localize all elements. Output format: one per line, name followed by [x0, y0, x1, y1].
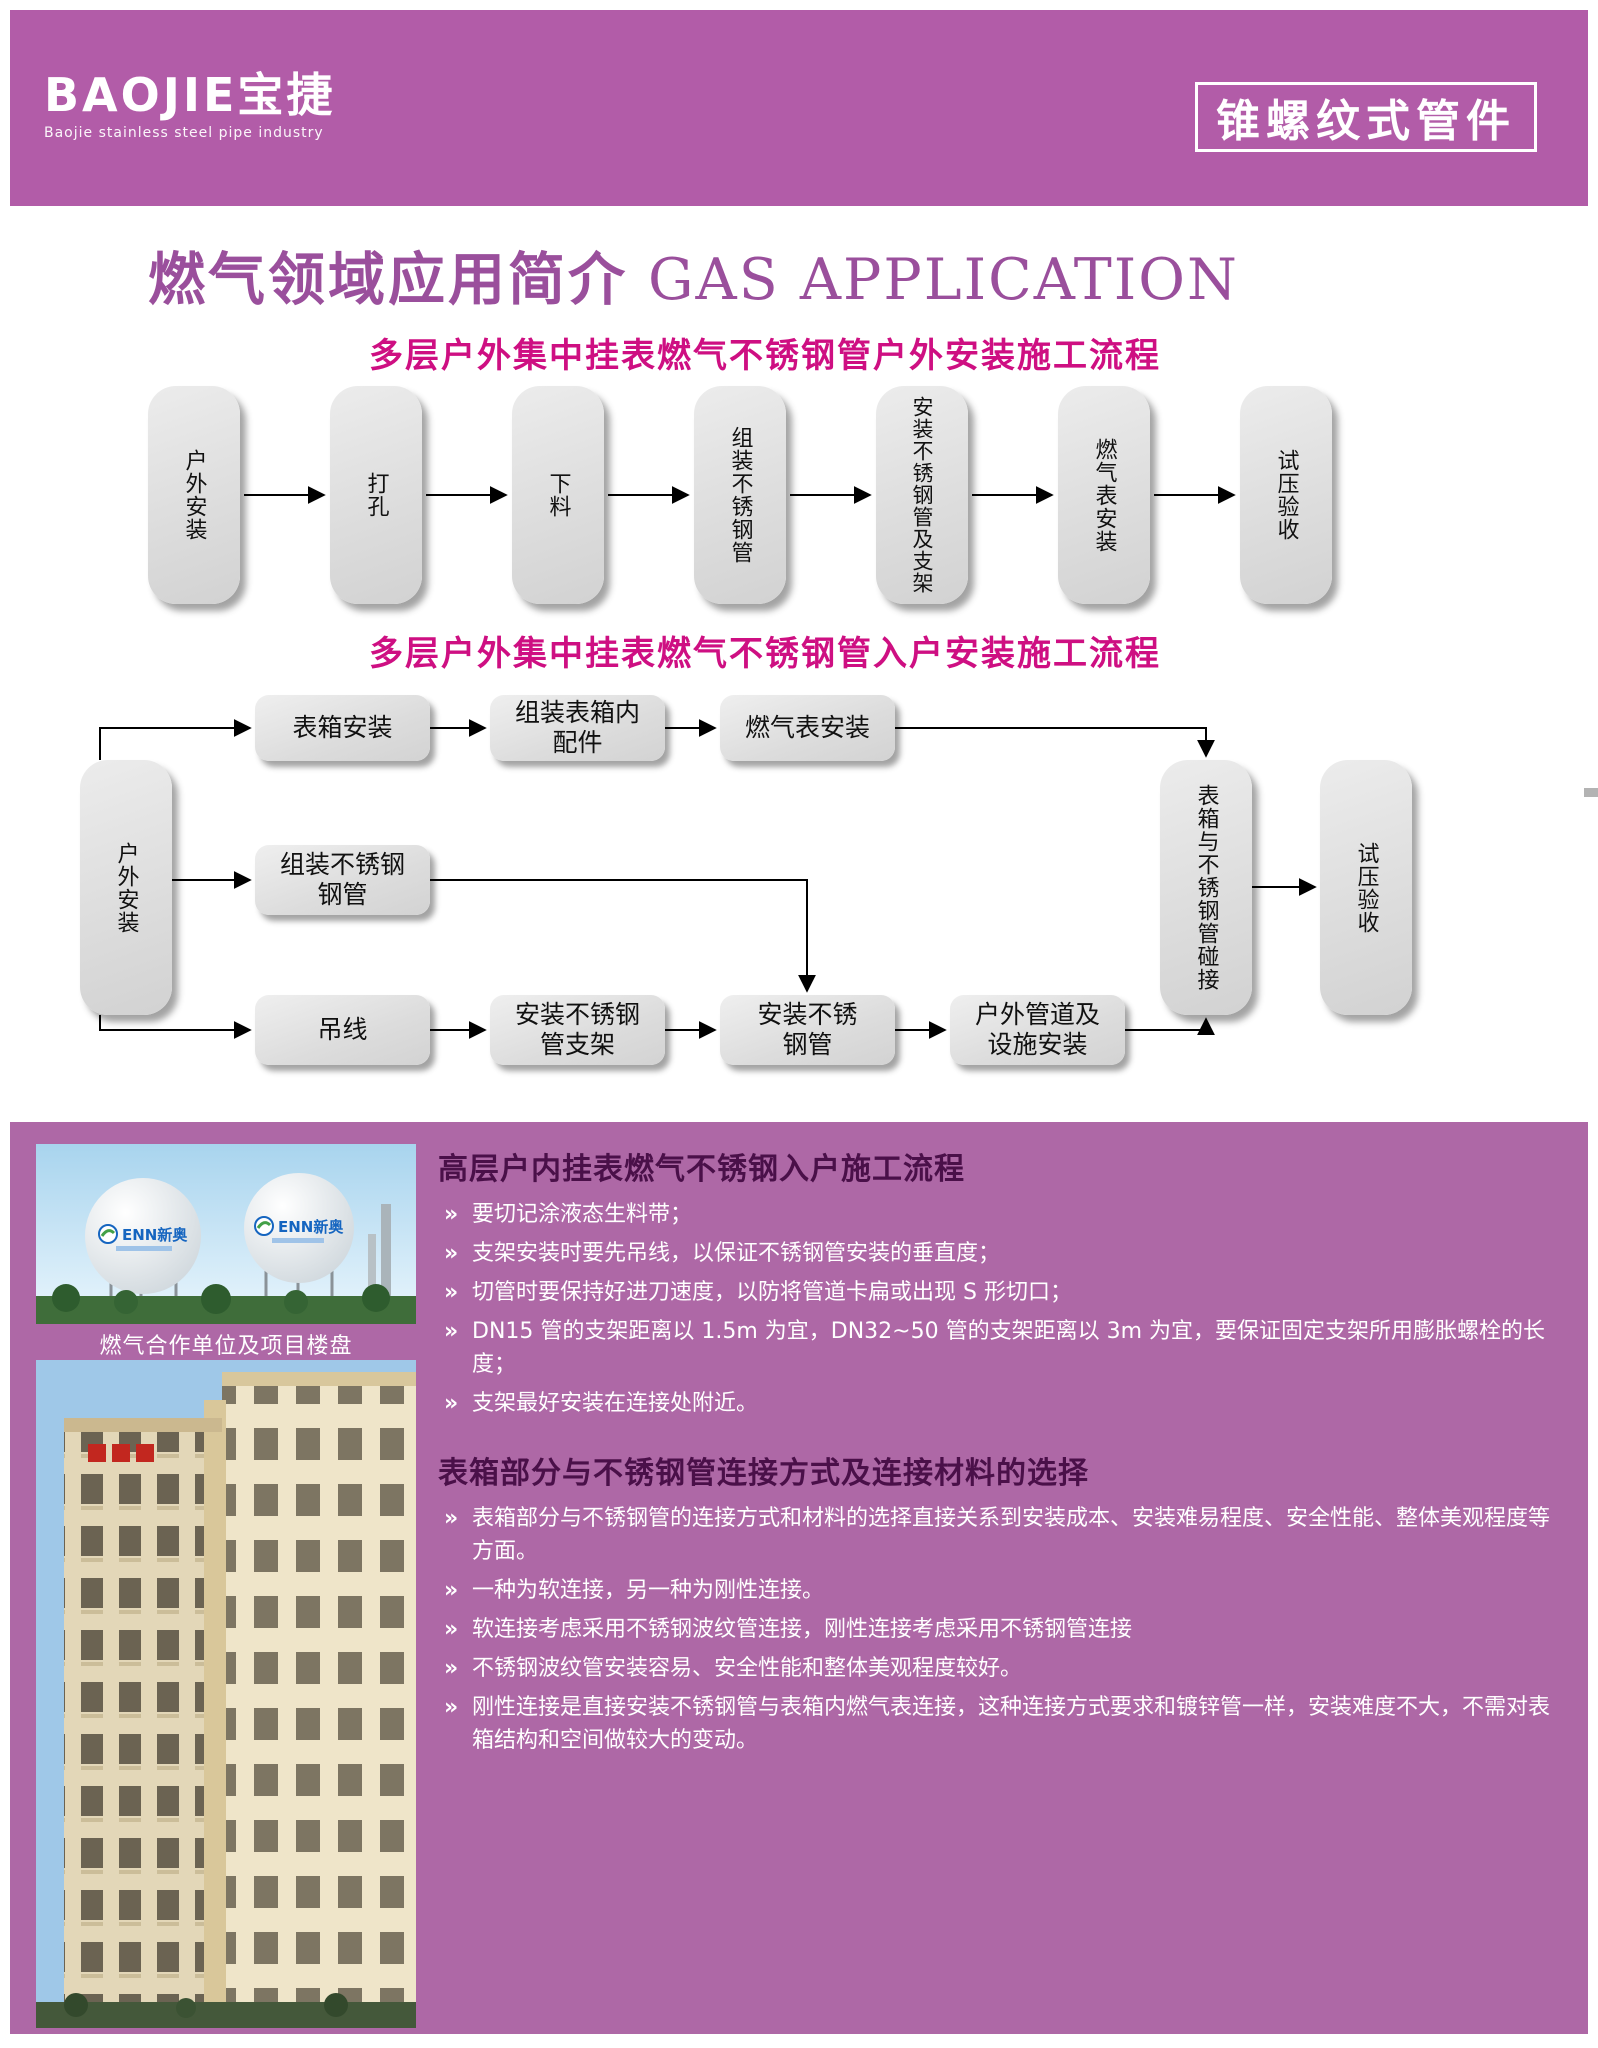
flow2-row1-box3: 燃气表安装: [720, 695, 895, 761]
brand-logo: BAOJIE宝捷 Baojie stainless steel pipe ind…: [44, 70, 335, 141]
flowchart-outdoor-install: 户外安装 打孔 下料 组装不锈钢管 安装不锈钢管及支架 燃气表安装 试压验收: [0, 386, 1598, 612]
product-category-tag: 锥螺纹式管件: [1195, 82, 1537, 152]
flow1-step-7: 试压验收: [1240, 386, 1332, 604]
flow2-end2: 试压验收: [1320, 760, 1412, 1015]
bullet-item: 表箱部分与不锈钢管的连接方式和材料的选择直接关系到安装成本、安装难易程度、安全性…: [438, 1502, 1570, 1568]
flow1-step-2: 打孔: [330, 386, 422, 604]
flow1-step-1: 户外安装: [148, 386, 240, 604]
page-edge-mark: [1584, 788, 1598, 797]
bullet-item: 切管时要保持好进刀速度，以防将管道卡扁或出现 S 形切口；: [438, 1276, 1570, 1309]
gas-tanks-illustration: ENN新奥 ENN新奥: [36, 1144, 416, 1324]
bullet-item: 支架最好安装在连接处附近。: [438, 1387, 1570, 1420]
bullet-item: 一种为软连接，另一种为刚性连接。: [438, 1574, 1570, 1607]
enn-logo-text-2: ENN新奥: [278, 1218, 344, 1236]
flow2-row2-box1: 组装不锈钢 钢管: [255, 845, 430, 915]
building-illustration: [36, 1360, 416, 2028]
section2-bullet-list: 表箱部分与不锈钢管的连接方式和材料的选择直接关系到安装成本、安装难易程度、安全性…: [438, 1502, 1570, 1757]
flow2-row3-box3: 安装不锈 钢管: [720, 995, 895, 1065]
flow2-row1-box2: 组装表箱内 配件: [490, 695, 665, 761]
enn-logo-text-1: ENN新奥: [122, 1226, 188, 1244]
flow1-step-3: 下料: [512, 386, 604, 604]
bottom-section: ENN新奥 ENN新奥 燃气合作单位及项目楼盘: [10, 1122, 1588, 2034]
page-title-zh: 燃气领域应用简介: [148, 247, 628, 313]
bullet-item: DN15 管的支架距离以 1.5m 为宜，DN32~50 管的支架距离以 3m …: [438, 1315, 1570, 1381]
page-title: 燃气领域应用简介 GAS APPLICATION: [148, 234, 1239, 316]
section2-heading: 表箱部分与不锈钢管连接方式及连接材料的选择: [438, 1456, 1089, 1491]
flow2-row3-box2: 安装不锈钢 管支架: [490, 995, 665, 1065]
flow1-step-4: 组装不锈钢管: [694, 386, 786, 604]
bullet-item: 要切记涂液态生料带；: [438, 1198, 1570, 1231]
flow2-row1-box1: 表箱安装: [255, 695, 430, 761]
flowchart-indoor-install: 户外安装 表箱安装 组装表箱内 配件 燃气表安装 组装不锈钢 钢管 吊线 安装不…: [0, 680, 1598, 1120]
flow2-row3-box1: 吊线: [255, 995, 430, 1065]
flow2-subtitle: 多层户外集中挂表燃气不锈钢管入户安装施工流程: [369, 634, 1161, 674]
flow2-row3-box4: 户外管道及 设施安装: [950, 995, 1125, 1065]
flow1-step-5: 安装不锈钢管及支架: [876, 386, 968, 604]
section1-bullet-list: 要切记涂液态生料带； 支架安装时要先吊线，以保证不锈钢管安装的垂直度； 切管时要…: [438, 1198, 1570, 1420]
photo-caption: 燃气合作单位及项目楼盘: [99, 1334, 353, 1359]
flow1-step-6: 燃气表安装: [1058, 386, 1150, 604]
bullet-item: 软连接考虑采用不锈钢波纹管连接，刚性连接考虑采用不锈钢管连接: [438, 1613, 1570, 1646]
section1-heading: 高层户内挂表燃气不锈钢入户施工流程: [438, 1152, 965, 1187]
photo-gas-tanks: ENN新奥 ENN新奥: [36, 1144, 416, 1324]
brand-logo-text: BAOJIE宝捷: [44, 68, 336, 122]
flow2-end1: 表箱与不锈钢管碰接: [1160, 760, 1252, 1015]
bottom-content: 高层户内挂表燃气不锈钢入户施工流程 要切记涂液态生料带； 支架安装时要先吊线，以…: [438, 1132, 1570, 1763]
flow1-subtitle: 多层户外集中挂表燃气不锈钢管户外安装施工流程: [369, 336, 1161, 376]
flow2-start: 户外安装: [80, 760, 172, 1015]
page-title-en: GAS APPLICATION: [648, 247, 1239, 313]
photo-residential-building: [36, 1360, 416, 2028]
bullet-item: 不锈钢波纹管安装容易、安全性能和整体美观程度较好。: [438, 1652, 1570, 1685]
bullet-item: 支架安装时要先吊线，以保证不锈钢管安装的垂直度；: [438, 1237, 1570, 1270]
bullet-item: 刚性连接是直接安装不锈钢管与表箱内燃气表连接，这种连接方式要求和镀锌管一样，安装…: [438, 1691, 1570, 1757]
header-banner: BAOJIE宝捷 Baojie stainless steel pipe ind…: [10, 10, 1588, 206]
brand-tagline: Baojie stainless steel pipe industry: [44, 124, 324, 141]
